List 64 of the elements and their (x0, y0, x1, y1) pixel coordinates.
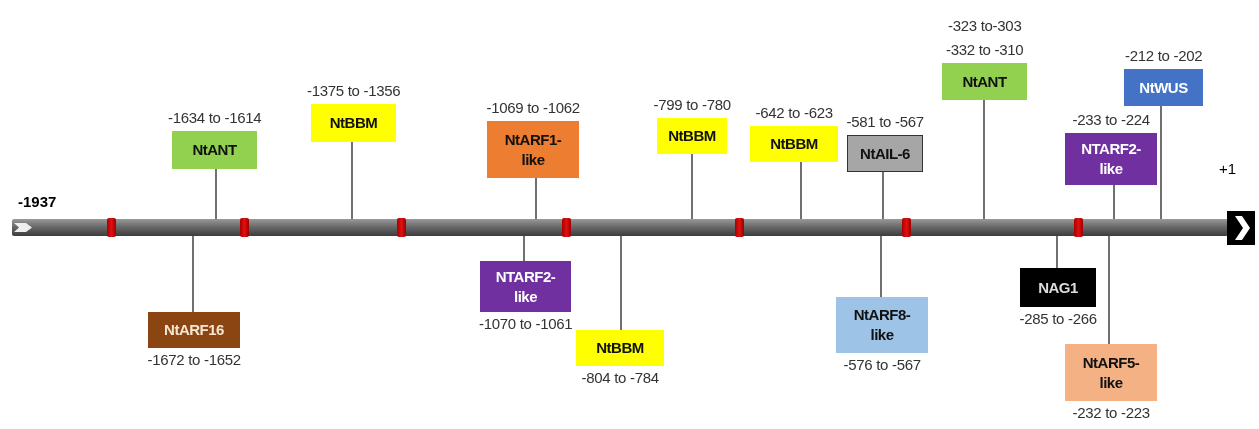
factor-name: NtARF1- like (503, 129, 563, 170)
leader-line (215, 168, 217, 220)
factor-name: NtBBM (667, 126, 717, 146)
position-range: -232 to -223 (1072, 403, 1150, 423)
position-label: +1 (1219, 160, 1237, 177)
timeline-bar (12, 219, 1228, 236)
factor-box (750, 126, 838, 162)
position-range: -233 to -224 (1072, 110, 1150, 130)
factor-name: NtARF5- like (1081, 352, 1141, 393)
position-range: -576 to -567 (843, 355, 921, 375)
position-range: -323 to-303 (948, 16, 1022, 36)
leader-line (1160, 105, 1162, 220)
position-range: -1069 to -1062 (486, 98, 580, 118)
factor-box (480, 261, 571, 312)
position-label: -1937 (18, 193, 57, 210)
factor-box (148, 312, 240, 348)
factor-name: NtBBM (769, 134, 819, 154)
position-range: -581 to -567 (846, 112, 924, 132)
factor-name: NtBBM (595, 338, 645, 358)
position-range: -642 to -623 (755, 103, 833, 123)
factor-name: NtARF16 (163, 320, 225, 340)
factor-name: NAG1 (1037, 277, 1079, 298)
leader-line (620, 235, 622, 331)
leader-line (535, 177, 537, 220)
factor-name: NtBBM (328, 113, 379, 133)
factor-name: NtWUS (1138, 77, 1189, 98)
position-range: -1375 to -1356 (307, 81, 401, 101)
factor-box (1065, 133, 1157, 185)
factor-box (1020, 268, 1096, 307)
position-range: -1070 to -1061 (479, 314, 573, 334)
factor-name: NTARF2- like (494, 266, 557, 307)
leader-line (192, 235, 194, 313)
factor-box (1065, 344, 1157, 401)
leader-line (351, 141, 353, 220)
factor-box (657, 118, 727, 154)
position-range: -332 to -310 (946, 40, 1024, 60)
factor-box (847, 135, 923, 172)
leader-line (1056, 235, 1058, 269)
factor-box (487, 121, 579, 178)
factor-box (576, 330, 664, 366)
leader-line (983, 99, 985, 220)
factor-box (942, 63, 1027, 100)
leader-line (800, 161, 802, 220)
factor-name: NtAIL-6 (859, 143, 911, 164)
leader-line (882, 171, 884, 220)
factor-name: NTARF2- like (1080, 139, 1142, 179)
leader-line (523, 235, 525, 262)
factor-name: NtARF8- like (852, 305, 912, 345)
leader-line (1113, 184, 1115, 220)
factor-box (1124, 69, 1203, 106)
position-range: -804 to -784 (581, 368, 659, 388)
factor-box (836, 297, 928, 353)
factor-box (172, 131, 257, 169)
position-range: -285 to -266 (1019, 309, 1097, 329)
position-range: -799 to -780 (653, 95, 731, 115)
leader-line (1108, 235, 1110, 345)
factor-name: NtANT (191, 140, 238, 160)
position-range: -1634 to -1614 (168, 108, 262, 128)
position-range: -1672 to -1652 (147, 350, 241, 370)
position-range: -212 to -202 (1125, 46, 1203, 66)
factor-name: NtANT (961, 71, 1008, 92)
leader-line (691, 153, 693, 220)
leader-line (880, 235, 882, 298)
factor-box (311, 104, 396, 142)
